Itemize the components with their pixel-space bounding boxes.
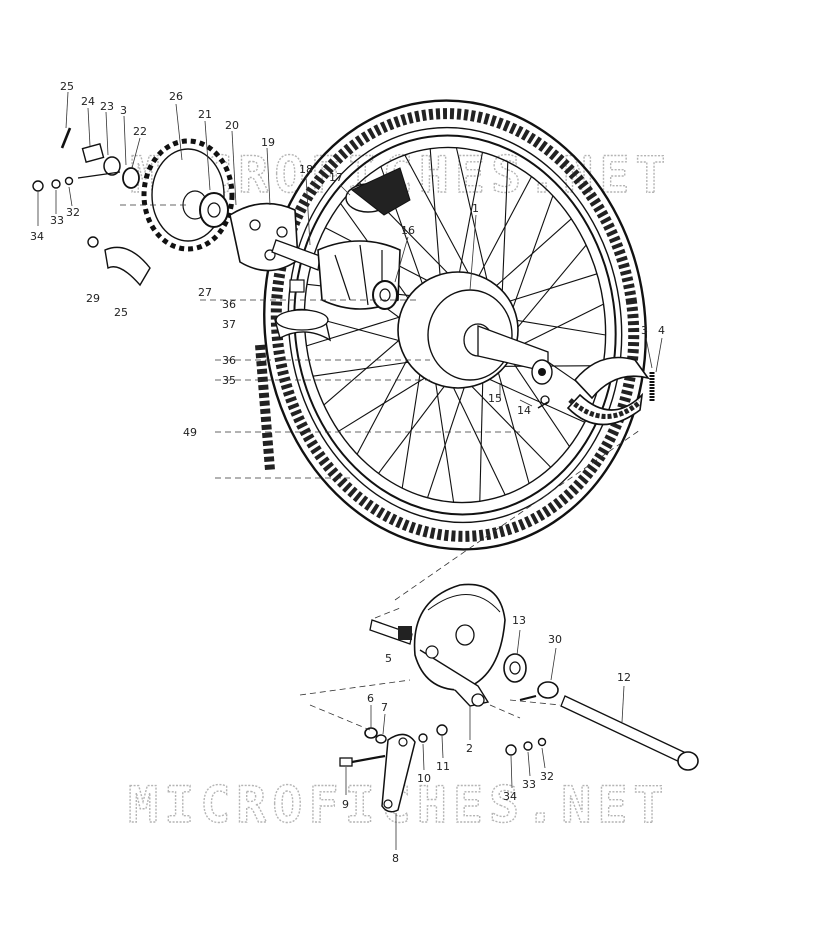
tire-tread	[270, 108, 640, 542]
hub-bearing-core	[538, 368, 546, 376]
axle-nut-set	[60, 127, 140, 189]
part-label: 19	[261, 136, 275, 149]
spoke	[479, 375, 484, 502]
part-label: 3	[641, 324, 648, 337]
brake-cam-shaft	[369, 619, 413, 645]
inner-tube	[255, 308, 332, 471]
chain-adjuster-bracket	[87, 236, 151, 287]
part-label: 16	[401, 224, 415, 237]
nut-group-arm	[418, 724, 448, 743]
part-label: 36	[222, 354, 236, 367]
bolt-9	[339, 754, 386, 767]
part-label: 3	[120, 104, 127, 117]
spoke	[426, 379, 468, 498]
part-label: 36	[222, 298, 236, 311]
spoke	[473, 176, 532, 286]
part-label: 34	[30, 230, 44, 243]
spoke	[456, 152, 484, 285]
spoke	[481, 375, 585, 423]
rear-wheel	[263, 99, 647, 551]
part-label: 32	[540, 770, 554, 783]
part-label: 25	[114, 306, 128, 319]
part-label: 9	[342, 798, 349, 811]
spoke	[507, 195, 554, 321]
part-label: 29	[86, 292, 100, 305]
spoke	[505, 351, 570, 447]
brake-panel	[413, 583, 506, 707]
part-label: 23	[100, 100, 114, 113]
part-label: 32	[66, 206, 80, 219]
spoke	[495, 365, 530, 484]
part-label: 24	[81, 95, 95, 108]
rim-outer	[293, 134, 617, 516]
part-label: 17	[329, 171, 343, 184]
spoke	[448, 377, 506, 496]
spoke	[338, 371, 436, 432]
part-label: 8	[392, 852, 399, 865]
part-label: 30	[548, 633, 562, 646]
tire-inner-edge	[287, 126, 623, 524]
bearing-21	[199, 192, 229, 228]
spoke	[429, 148, 442, 289]
part-label: 12	[617, 671, 631, 684]
part-label: 13	[512, 614, 526, 627]
spoke	[501, 161, 509, 306]
spoke	[433, 370, 455, 503]
part-label: 37	[222, 318, 236, 331]
leader-lines	[37, 91, 663, 850]
spoke	[500, 273, 598, 305]
nut-group-bottom	[505, 737, 547, 756]
part-label: 5	[385, 652, 392, 665]
tire-outer	[263, 99, 647, 551]
part-label: 18	[299, 163, 313, 176]
nut-group-top	[32, 176, 74, 192]
spoke	[404, 154, 476, 287]
washer-group	[364, 727, 387, 744]
part-label: 1	[472, 202, 479, 215]
bearing-16	[372, 280, 398, 310]
tube-top-section	[345, 167, 411, 216]
spoke	[488, 218, 572, 293]
spacer-13	[503, 653, 527, 683]
part-label: 7	[381, 701, 388, 714]
part-label: 33	[50, 214, 64, 227]
part-label: 22	[133, 125, 147, 138]
part-label: 10	[417, 772, 431, 785]
part-label: 34	[503, 790, 517, 803]
brake-shoes	[566, 356, 650, 426]
part-label: 25	[60, 80, 74, 93]
part-label: 6	[367, 692, 374, 705]
spoke	[378, 378, 451, 474]
spoke	[509, 244, 587, 338]
part-label: 14	[517, 404, 531, 417]
spoke	[401, 358, 423, 489]
sprocket-carrier	[229, 202, 321, 293]
rear-axle	[560, 695, 699, 771]
part-label: 26	[169, 90, 183, 103]
spoke	[508, 318, 606, 336]
spoke	[312, 359, 424, 377]
spoke	[465, 379, 552, 468]
chain-adjuster	[519, 681, 559, 701]
part-label: 20	[225, 119, 239, 132]
part-label: 15	[488, 392, 502, 405]
part-label: 27	[198, 286, 212, 299]
part-label: 33	[522, 778, 536, 791]
clip-group	[537, 395, 550, 409]
part-label: 11	[436, 760, 450, 773]
part-label: 49	[183, 426, 197, 439]
part-label: 4	[658, 324, 665, 337]
torque-arm	[381, 733, 416, 813]
spoke	[455, 147, 491, 294]
part-labels: 25 24 23 3 22 26 21 20 19 18 17 16 1 34 …	[30, 80, 665, 865]
part-label: 35	[222, 374, 236, 387]
part-label: 21	[198, 108, 212, 121]
part-label: 2	[466, 742, 473, 755]
